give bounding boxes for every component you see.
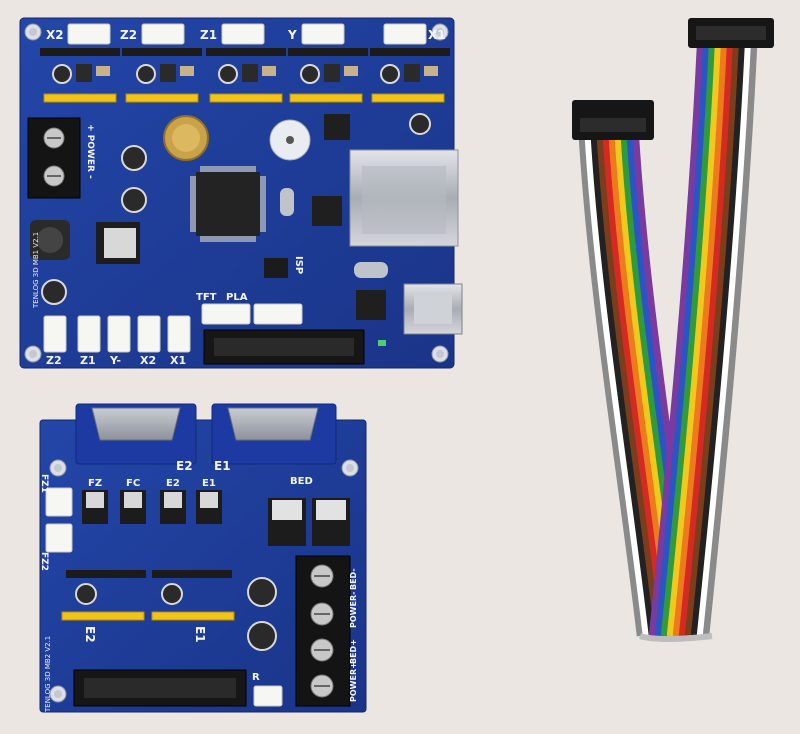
axis-connectors	[67, 23, 427, 45]
fan-connectors: FZ1 FZ2	[39, 474, 73, 571]
fet-label: FC	[126, 478, 140, 489]
mosfets: FZ FC E2 E1	[82, 478, 222, 524]
driver-label: E2	[83, 626, 97, 643]
extension-board-side-text: TENLOG 3D MB2 V2.1	[44, 636, 52, 713]
tft-pla-connectors: TFT PLA	[196, 292, 303, 325]
axis-label: Z1	[200, 28, 217, 42]
ribbon-strand	[678, 45, 734, 637]
isp-label: ISP	[293, 256, 304, 274]
endstop-connectors	[43, 315, 191, 353]
endstop-label: X1	[170, 354, 186, 367]
ribbon-strand	[578, 137, 644, 637]
ribbon-strand	[590, 137, 656, 637]
fet-label: E2	[166, 478, 180, 489]
driver-label: E1	[193, 626, 207, 643]
terminal-label: POWER-	[349, 592, 358, 628]
ribbon-cable	[572, 18, 774, 642]
ribbon-header	[203, 329, 365, 365]
status-led	[378, 340, 386, 346]
r-label: R	[252, 672, 260, 683]
ribbon-strand	[648, 45, 704, 637]
coin-battery	[163, 115, 209, 161]
ribbon-strand	[690, 45, 746, 637]
inductor	[30, 220, 70, 260]
ribbon-strand	[696, 45, 752, 637]
endstop-label: Y-	[109, 354, 121, 367]
voltage-regulator	[96, 222, 140, 264]
extension-board: E2 E1 FZ1 FZ2 FZ FC E2 E1 BED	[39, 403, 367, 713]
extension-ribbon-header	[73, 669, 247, 707]
fet-label: FZ	[88, 478, 102, 489]
ribbon-connector-right	[688, 18, 774, 48]
axis-label: Z2	[120, 28, 137, 42]
vga-label: E2	[176, 459, 193, 473]
endstop-label: Z2	[46, 354, 62, 367]
ribbon-strips-right	[639, 45, 758, 642]
ribbon-strand	[702, 45, 758, 637]
ribbon-strand	[660, 45, 716, 637]
ribbon-connector-left	[572, 100, 654, 140]
driver-sections	[43, 64, 445, 103]
bed-label: BED	[290, 476, 313, 487]
endstop-label: Z1	[80, 354, 96, 367]
bed-mosfets: BED	[268, 476, 350, 546]
sd-card-slot	[349, 149, 459, 247]
ribbon-strand	[672, 45, 728, 637]
isp-header: ISP	[264, 256, 304, 278]
ribbon-strand	[666, 45, 722, 637]
main-board: X2 Z2 Z1 Y X1	[19, 17, 463, 369]
crystal	[280, 188, 294, 216]
vga-connectors: E2 E1	[75, 403, 337, 473]
fan-label: FZ2	[39, 552, 49, 571]
tft-label: TFT	[196, 292, 217, 303]
endstop-labels: Z2 Z1 Y- X2 X1	[46, 354, 186, 367]
mcu-chip	[190, 166, 266, 242]
terminal-label: BED-	[349, 568, 358, 590]
capacitors	[41, 113, 431, 305]
crystal-secondary	[354, 262, 388, 278]
fan-label: FZ1	[39, 474, 49, 493]
power-bed-terminals: POWER+ BED+ POWER- BED-	[295, 555, 358, 707]
driver-pin-headers	[40, 48, 450, 56]
vga-label: E1	[214, 459, 231, 473]
ribbon-strand	[596, 137, 662, 637]
main-board-side-text: TENLOG 3D MB1 V2.1	[32, 232, 40, 309]
buzzer	[269, 119, 311, 161]
r-connector	[253, 685, 283, 707]
ribbon-fold	[639, 633, 713, 642]
axis-label: Y	[287, 28, 297, 42]
pla-label: PLA	[226, 292, 248, 303]
power-label: + POWER -	[85, 124, 95, 179]
power-terminal: + POWER -	[27, 117, 95, 199]
ribbon-strand	[684, 45, 740, 637]
mounting-holes	[24, 23, 449, 363]
axis-label: X2	[46, 28, 64, 42]
usb-port	[403, 283, 463, 335]
fet-label: E1	[202, 478, 216, 489]
ribbon-strand	[654, 45, 710, 637]
extension-mounting-holes	[49, 459, 359, 703]
extension-capacitors	[247, 577, 277, 651]
extruder-drivers: E2 E1	[61, 570, 235, 643]
axis-header-labels: X2 Z2 Z1 Y X1	[46, 28, 446, 42]
endstop-label: X2	[140, 354, 156, 367]
terminal-label: BED+	[349, 639, 358, 664]
ribbon-strand	[584, 137, 650, 637]
ic-chips	[312, 114, 386, 320]
axis-label: X1	[428, 28, 446, 42]
terminal-label: POWER+	[349, 662, 358, 702]
